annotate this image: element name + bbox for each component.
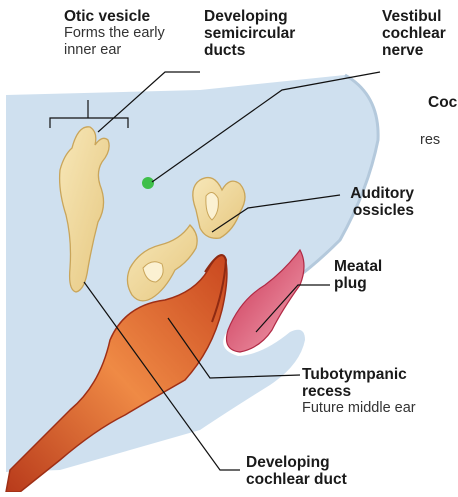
semicircular-ducts-label: Developing semicircular ducts	[204, 8, 295, 59]
vestibulocochlear-nerve-label: Vestibul cochlear nerve	[382, 8, 446, 59]
res-partial-label: res	[420, 132, 440, 149]
semicircular-line-1: Developing	[204, 8, 295, 25]
vestibulocochlear-line-1: Vestibul	[382, 8, 446, 25]
res-partial-text: res	[420, 132, 440, 149]
cochlear-duct-line-2: cochlear duct	[246, 471, 347, 488]
cochlear-partial-text: Coc	[428, 94, 457, 111]
auditory-ossicles-label: Auditory ossicles	[330, 185, 414, 219]
vestibulocochlear-line-3: nerve	[382, 42, 446, 59]
cochlear-duct-label: Developing cochlear duct	[246, 454, 347, 488]
vestibulocochlear-line-2: cochlear	[382, 25, 446, 42]
semicircular-line-2: semicircular	[204, 25, 295, 42]
otic-vesicle-label: Otic vesicle Forms the early inner ear	[64, 8, 165, 59]
ossicles-line-1: Auditory	[330, 185, 414, 202]
tubotympanic-line-1: Tubotympanic	[302, 366, 416, 383]
meatal-plug-label: Meatal plug	[334, 258, 382, 292]
semicircular-line-3: ducts	[204, 42, 295, 59]
cochlear-duct-line-1: Developing	[246, 454, 347, 471]
otic-vesicle-desc-1: Forms the early	[64, 25, 165, 42]
tubotympanic-desc: Future middle ear	[302, 400, 416, 417]
otic-vesicle-title: Otic vesicle	[64, 8, 165, 25]
cochlear-partial-label: Coc	[428, 94, 457, 111]
tubotympanic-line-2: recess	[302, 383, 416, 400]
meatal-plug-line-2: plug	[334, 275, 382, 292]
nerve-dot	[142, 177, 154, 189]
tubotympanic-recess-label: Tubotympanic recess Future middle ear	[302, 366, 416, 417]
meatal-plug-line-1: Meatal	[334, 258, 382, 275]
ossicles-line-2: ossicles	[330, 202, 414, 219]
otic-vesicle-desc-2: inner ear	[64, 42, 165, 59]
